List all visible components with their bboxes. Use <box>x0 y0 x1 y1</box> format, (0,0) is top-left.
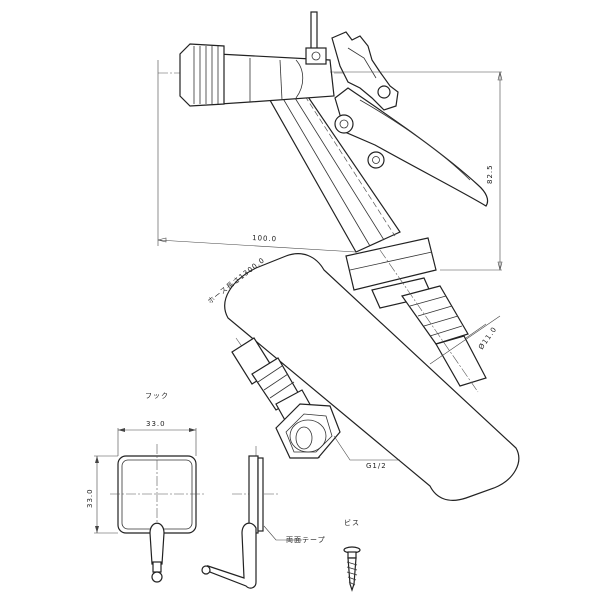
hook-arm-side <box>207 522 257 589</box>
dim-height-label: 82.5 <box>486 164 494 184</box>
nozzle-knob <box>179 43 225 107</box>
screw-label: ビス <box>344 518 360 527</box>
thread-label: G1/2 <box>366 462 387 470</box>
screw-shank <box>347 557 357 592</box>
hook-plate-side <box>248 455 259 534</box>
hook-width-label: 33.0 <box>146 420 166 428</box>
hook-arm-front <box>149 522 165 565</box>
hook-section: フック 33.0 33.0 両面テープ <box>86 392 326 589</box>
hose-coupling <box>345 237 437 291</box>
tape-label: 両面テープ <box>286 536 326 544</box>
dim-length-label: 100.0 <box>252 234 277 243</box>
spray-gun <box>158 11 489 393</box>
hose-length-label: ホース長さ1300.0 <box>206 256 266 305</box>
trigger <box>334 87 489 207</box>
hose-end-fitting: G1/2 <box>231 337 400 470</box>
hook-height-label: 33.0 <box>86 488 94 508</box>
trigger-pivot <box>334 114 354 134</box>
hose-connector <box>401 285 469 345</box>
screw-section: ビス <box>343 518 361 592</box>
hose-outlet <box>435 335 487 387</box>
hook-label: フック <box>145 392 169 400</box>
dim-outlet-diameter-label: Ø11.0 <box>477 325 499 351</box>
